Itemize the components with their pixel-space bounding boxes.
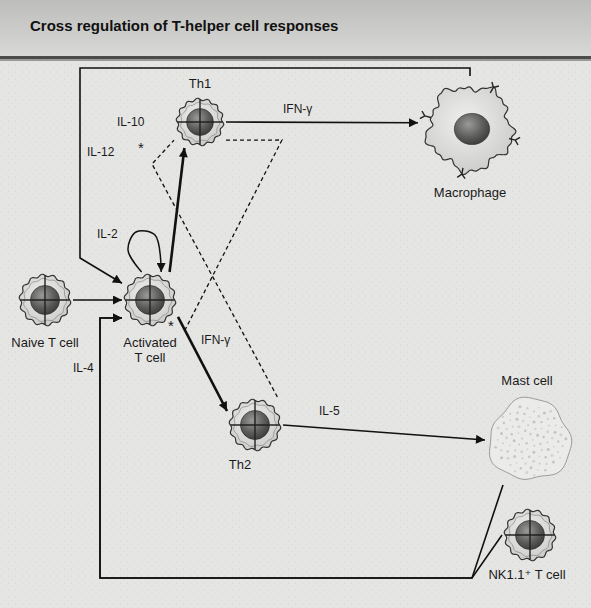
cell-illustration <box>17 272 73 328</box>
cytokine-arrow <box>283 425 485 440</box>
cytokine-label: IL-4 <box>72 362 95 376</box>
cell-label: Activated T cell <box>122 336 178 366</box>
cytokine-label: IL-12 <box>86 146 115 160</box>
title-rule-shadow <box>0 59 591 61</box>
feedback-arrow <box>100 318 503 578</box>
title-band <box>0 0 591 56</box>
cell-label: Macrophage <box>434 186 506 201</box>
cytokine-label: IFN-γ <box>282 103 313 117</box>
cytokine-label: IL-2 <box>96 228 119 242</box>
cell-illustration <box>418 76 522 180</box>
receptor-symbol <box>490 82 499 93</box>
activation-arrow <box>73 299 122 301</box>
autocrine-loop <box>128 231 161 272</box>
mast-cell: Mast cell <box>485 395 575 485</box>
cell-crosshair <box>529 510 530 559</box>
asterisk-mark: * <box>168 318 174 333</box>
cytokine-label: IFN-γ <box>200 334 231 348</box>
mast-cell-body <box>489 397 571 479</box>
cell-label: Th2 <box>229 458 251 473</box>
feedback-arrow <box>80 68 470 283</box>
nk-t-cell: NK1.1⁺ T cell <box>502 507 558 563</box>
cell-label: NK1.1⁺ T cell <box>488 568 565 583</box>
cell-illustration <box>174 96 226 148</box>
cell-crosshair <box>149 275 150 324</box>
receptor-symbol <box>420 111 431 119</box>
th2-cell: Th2 <box>227 397 283 453</box>
cytokine-label: IL-5 <box>318 405 341 419</box>
cell-label: Naive T cell <box>11 336 78 351</box>
th1-cell: Th1 <box>174 96 226 148</box>
cell-membrane <box>504 509 555 560</box>
inhibition-line <box>152 140 277 397</box>
granules <box>494 405 567 476</box>
cell-membrane <box>176 98 223 145</box>
cell-illustration <box>227 397 283 453</box>
asterisk-mark: * <box>138 140 144 155</box>
cell-label: Th1 <box>189 77 211 92</box>
cell-label: Mast cell <box>501 374 552 389</box>
cell-crosshair <box>199 99 200 145</box>
cell-membrane <box>19 274 70 325</box>
feedback-arrow <box>100 318 502 578</box>
macrophage-membrane <box>425 87 516 175</box>
cell-crosshair <box>44 275 45 324</box>
cytokine-label: IL-10 <box>116 116 145 130</box>
title-rule <box>0 56 591 59</box>
cell-illustration <box>485 395 575 485</box>
macrophage-cell: Macrophage <box>418 76 522 180</box>
cell-membrane <box>229 399 280 450</box>
receptor-symbol <box>457 168 465 179</box>
cell-crosshair <box>254 400 255 449</box>
inhibition-line <box>185 140 282 411</box>
cell-illustration <box>502 507 558 563</box>
macrophage-nucleus <box>454 113 489 144</box>
naive-t-cell: Naive T cell <box>17 272 73 328</box>
cytokine-arrow <box>226 121 418 123</box>
receptor-symbol <box>509 137 520 145</box>
diagram-title: Cross regulation of T-helper cell respon… <box>30 17 338 34</box>
